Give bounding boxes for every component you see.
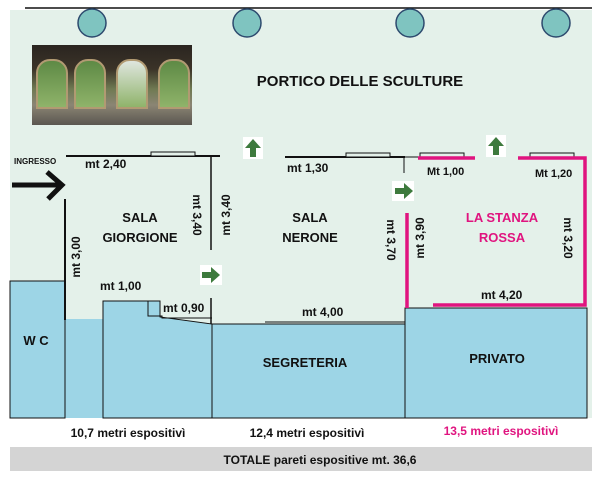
total-nerone: 12,4 metri espositivì bbox=[250, 426, 365, 440]
grand-total: TOTALE pareti espositive mt. 36,6 bbox=[224, 453, 417, 467]
entrance-arrow-icon bbox=[12, 170, 66, 201]
window bbox=[150, 151, 196, 157]
privato-room bbox=[404, 307, 588, 419]
room-nerone-line2: NERONE bbox=[282, 230, 338, 245]
entrance-label: INGRESSO bbox=[14, 157, 56, 166]
measure-rossa-left: mt 3,90 bbox=[413, 217, 427, 259]
measure-giorgione-bottom1: mt 1,00 bbox=[100, 279, 142, 293]
arrow-up-icon bbox=[486, 135, 506, 157]
room-nerone-line1: SALA bbox=[292, 210, 328, 225]
portico-title: PORTICO DELLE SCULTURE bbox=[257, 73, 463, 90]
grand-total-bar bbox=[10, 447, 592, 471]
measure-giorgione-right-inner: mt 3,40 bbox=[190, 194, 204, 236]
arrow-right-icon bbox=[392, 181, 414, 201]
measure-nerone-bottom: mt 4,00 bbox=[302, 305, 344, 319]
measure-rossa-top1: Mt 1,00 bbox=[427, 166, 464, 178]
measure-rossa-bottom: mt 4,20 bbox=[481, 288, 523, 302]
column-3 bbox=[395, 8, 425, 38]
measure-giorgione-top: mt 2,40 bbox=[85, 157, 127, 171]
room-rossa-line1: LA STANZA bbox=[466, 210, 539, 225]
wc-corridor bbox=[65, 319, 103, 418]
measure-nerone-top: mt 1,30 bbox=[287, 161, 329, 175]
room-rossa-line2: ROSSA bbox=[479, 230, 526, 245]
room-privato: PRIVATO bbox=[469, 351, 525, 366]
wc-room bbox=[9, 280, 66, 419]
arrow-up-icon bbox=[243, 137, 263, 159]
measure-giorgione-bottom2: mt 0,90 bbox=[163, 301, 205, 315]
room-giorgione-line1: SALA bbox=[122, 210, 158, 225]
arrow-right-icon bbox=[200, 265, 222, 285]
segreteria-room bbox=[211, 323, 406, 419]
wall-step bbox=[147, 301, 212, 319]
measure-rossa-right: mt 3,20 bbox=[561, 217, 575, 259]
measure-giorgione-left: mt 3,00 bbox=[69, 236, 83, 278]
portico-photo bbox=[32, 45, 192, 125]
total-rossa: 13,5 metri espositivì bbox=[444, 424, 559, 438]
measure-giorgione-right-outer: mt 3,40 bbox=[219, 194, 233, 236]
total-giorgione: 10,7 metri espositivì bbox=[71, 426, 186, 440]
column-2 bbox=[232, 8, 262, 38]
measure-nerone-right: mt 3,70 bbox=[384, 219, 398, 261]
column-1 bbox=[77, 8, 107, 38]
window bbox=[345, 152, 391, 158]
column-4 bbox=[541, 8, 571, 38]
room-wc: W C bbox=[23, 333, 49, 348]
measure-rossa-top2: Mt 1,20 bbox=[535, 168, 572, 180]
room-giorgione-line2: GIORGIONE bbox=[102, 230, 177, 245]
room-segreteria: SEGRETERIA bbox=[263, 355, 348, 370]
rossa-walls bbox=[433, 156, 587, 307]
